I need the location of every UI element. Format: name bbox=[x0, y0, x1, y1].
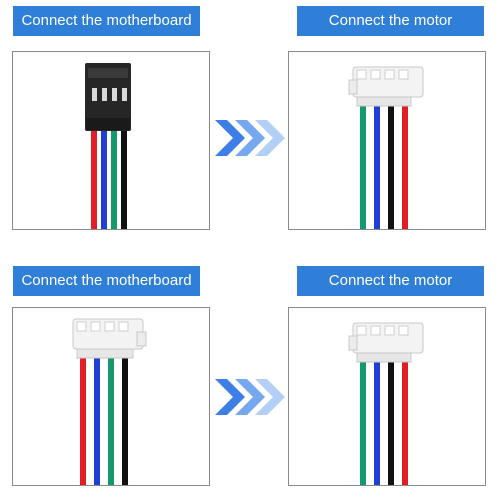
jst-cable-illustration bbox=[348, 322, 424, 485]
chevron-right-icon bbox=[255, 120, 285, 156]
wire-image-box bbox=[288, 51, 486, 230]
wire bbox=[91, 122, 97, 229]
wire bbox=[94, 354, 100, 485]
wire bbox=[402, 102, 408, 229]
chevron-right-icon bbox=[215, 379, 245, 415]
jst-cable-illustration bbox=[348, 66, 424, 229]
panel-label: Connect the motherboard bbox=[13, 6, 200, 36]
wire bbox=[111, 122, 117, 229]
chevron-right-icon bbox=[235, 379, 265, 415]
jst-connector bbox=[348, 66, 424, 107]
panel-label: Connect the motor bbox=[297, 6, 484, 36]
wire bbox=[101, 122, 107, 229]
wire bbox=[388, 358, 394, 485]
wire bbox=[121, 122, 127, 229]
dupont-cable-illustration bbox=[85, 63, 131, 229]
chevron-arrows-top bbox=[215, 120, 285, 156]
jst-cable-illustration bbox=[72, 318, 147, 485]
wire-image-box bbox=[12, 307, 210, 486]
chevron-right-icon bbox=[235, 120, 265, 156]
wire bbox=[108, 354, 114, 485]
wire bbox=[360, 358, 366, 485]
wire bbox=[402, 358, 408, 485]
jst-connector bbox=[72, 318, 147, 359]
wire bbox=[374, 358, 380, 485]
wire bbox=[374, 102, 380, 229]
wire-image-box bbox=[288, 307, 486, 486]
jst-connector bbox=[348, 322, 424, 363]
dupont-connector bbox=[85, 63, 131, 131]
chevron-right-icon bbox=[255, 379, 285, 415]
wire bbox=[80, 354, 86, 485]
chevron-right-icon bbox=[215, 120, 245, 156]
wire bbox=[360, 102, 366, 229]
wire bbox=[122, 354, 128, 485]
panel-label: Connect the motor bbox=[297, 266, 484, 296]
wire bbox=[388, 102, 394, 229]
panel-label: Connect the motherboard bbox=[13, 266, 200, 296]
wire-image-box bbox=[12, 51, 210, 230]
chevron-arrows-bottom bbox=[215, 379, 285, 415]
